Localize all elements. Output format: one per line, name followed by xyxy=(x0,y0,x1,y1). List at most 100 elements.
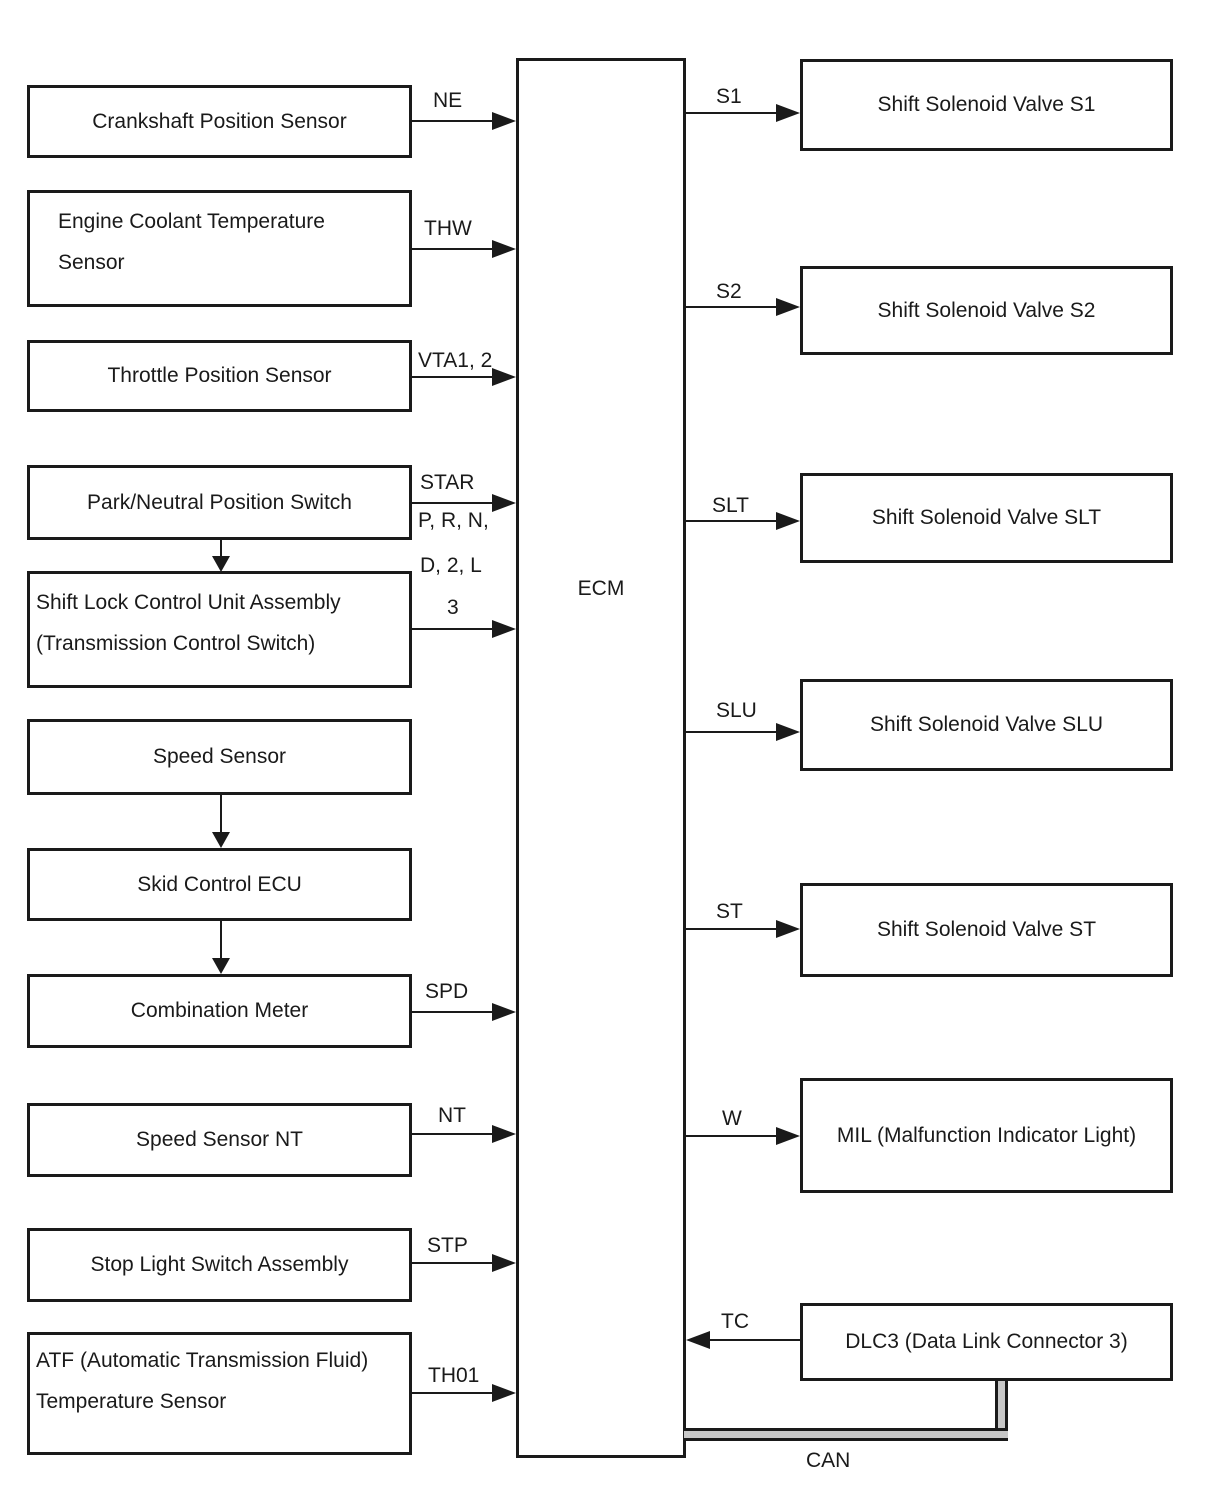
tc-signal-label: TC xyxy=(721,1310,749,1333)
pnp-to-shiftlock-line xyxy=(220,540,222,558)
shift-lock-arrowhead-icon xyxy=(492,620,516,638)
s2-arrowhead-icon xyxy=(776,298,800,316)
skid-to-meter-line xyxy=(220,921,222,959)
speed-sensor-box: Speed Sensor xyxy=(27,719,412,795)
stp-arrow-line xyxy=(412,1262,492,1264)
slt-arrow-line xyxy=(684,520,776,522)
spd-arrow-line xyxy=(412,1011,492,1013)
w-arrowhead-icon xyxy=(776,1127,800,1145)
shift-solenoid-valve-s1-box: Shift Solenoid Valve S1 xyxy=(800,59,1173,151)
shift-lock-label-line2: (Transmission Control Switch) xyxy=(36,632,316,655)
st-arrowhead-icon xyxy=(776,920,800,938)
nt-arrowhead-icon xyxy=(492,1125,516,1143)
can-bus-horizontal xyxy=(684,1428,1008,1441)
nt-signal-label: NT xyxy=(438,1104,466,1127)
s1-signal-label: S1 xyxy=(716,85,742,108)
vta-arrowhead-icon xyxy=(492,368,516,386)
slu-signal-label: SLU xyxy=(716,699,757,722)
ne-signal-label: NE xyxy=(433,89,463,112)
slt-signal-label: SLT xyxy=(712,494,749,517)
slu-arrow-line xyxy=(684,731,776,733)
atf-temperature-sensor-box: ATF (Automatic Transmission Fluid) Tempe… xyxy=(27,1332,412,1455)
can-bus-vertical xyxy=(995,1381,1008,1434)
st-signal-label: ST xyxy=(716,900,743,923)
vta-arrow-line xyxy=(412,376,492,378)
shift-lock-label-line1: Shift Lock Control Unit Assembly xyxy=(36,591,341,614)
mil-label: MIL (Malfunction Indicator Light) xyxy=(836,1123,1137,1147)
shift-solenoid-valve-slt-box: Shift Solenoid Valve SLT xyxy=(800,473,1173,563)
spd-arrowhead-icon xyxy=(492,1003,516,1021)
w-arrow-line xyxy=(684,1135,776,1137)
can-bus-label: CAN xyxy=(806,1449,851,1472)
throttle-position-sensor-box: Throttle Position Sensor xyxy=(27,340,412,412)
star-arrow-line xyxy=(412,502,492,504)
speed-to-skid-arrowhead-icon xyxy=(212,832,230,848)
spd-signal-label: SPD xyxy=(425,980,469,1003)
s1-arrow-line xyxy=(684,112,776,114)
st-arrow-line xyxy=(684,928,776,930)
shift-solenoid-valve-s2-label: Shift Solenoid Valve S2 xyxy=(877,298,1096,322)
shift-solenoid-valve-s2-box: Shift Solenoid Valve S2 xyxy=(800,266,1173,355)
d2l-signal-label: D, 2, L xyxy=(420,554,482,577)
ecm-box: ECM xyxy=(516,58,686,1458)
coolant-label-line2: Sensor xyxy=(58,251,125,274)
shift-solenoid-valve-st-label: Shift Solenoid Valve ST xyxy=(876,918,1097,941)
tc-arrowhead-icon xyxy=(686,1331,710,1349)
shift-solenoid-valve-slt-label: Shift Solenoid Valve SLT xyxy=(871,506,1102,529)
nt-arrow-line xyxy=(412,1133,492,1135)
dlc3-box: DLC3 (Data Link Connector 3) xyxy=(800,1303,1173,1381)
w-signal-label: W xyxy=(722,1107,742,1130)
ecm-label: ECM xyxy=(577,577,625,600)
dlc3-label: DLC3 (Data Link Connector 3) xyxy=(845,1330,1128,1353)
th01-arrowhead-icon xyxy=(492,1384,516,1402)
stop-light-switch-assembly-box: Stop Light Switch Assembly xyxy=(27,1228,412,1302)
slt-arrowhead-icon xyxy=(776,512,800,530)
engine-coolant-temperature-sensor-box: Engine Coolant Temperature Sensor xyxy=(27,190,412,307)
s2-signal-label: S2 xyxy=(716,280,742,303)
thw-arrowhead-icon xyxy=(492,240,516,258)
skid-control-ecu-box: Skid Control ECU xyxy=(27,848,412,921)
th01-arrow-line xyxy=(412,1392,492,1394)
s1-arrowhead-icon xyxy=(776,104,800,122)
stp-signal-label: STP xyxy=(427,1234,468,1257)
skid-control-ecu-label: Skid Control ECU xyxy=(137,872,302,896)
thw-arrow-line xyxy=(412,248,492,250)
speed-sensor-label: Speed Sensor xyxy=(152,745,287,768)
shift-solenoid-valve-slu-box: Shift Solenoid Valve SLU xyxy=(800,679,1173,771)
park-neutral-position-switch-label: Park/Neutral Position Switch xyxy=(87,490,352,514)
atf-label-line2: Temperature Sensor xyxy=(36,1390,227,1413)
shift-solenoid-valve-s1-label: Shift Solenoid Valve S1 xyxy=(877,93,1096,116)
pnp-to-shiftlock-arrowhead-icon xyxy=(212,556,230,572)
ne-arrowhead-icon xyxy=(492,112,516,130)
star-signal-label: STAR xyxy=(420,471,475,494)
thw-signal-label: THW xyxy=(424,217,472,240)
shift-lock-control-unit-box: Shift Lock Control Unit Assembly (Transm… xyxy=(27,571,412,688)
park-neutral-position-switch-box: Park/Neutral Position Switch xyxy=(27,465,412,540)
ne-arrow-line xyxy=(412,120,492,122)
crankshaft-position-sensor-label: Crankshaft Position Sensor xyxy=(92,109,347,133)
stp-arrowhead-icon xyxy=(492,1254,516,1272)
skid-to-meter-arrowhead-icon xyxy=(212,958,230,974)
shift-lock-arrow-line xyxy=(412,628,492,630)
speed-sensor-nt-box: Speed Sensor NT xyxy=(27,1103,412,1177)
range3-signal-label: 3 xyxy=(447,596,459,619)
atf-label-line1: ATF (Automatic Transmission Fluid) xyxy=(36,1349,369,1372)
combination-meter-box: Combination Meter xyxy=(27,974,412,1048)
prn-signal-label: P, R, N, xyxy=(418,509,489,532)
tc-arrow-line xyxy=(710,1339,800,1341)
star-arrowhead-icon xyxy=(492,494,516,512)
coolant-label-line1: Engine Coolant Temperature xyxy=(58,210,325,233)
shift-solenoid-valve-st-box: Shift Solenoid Valve ST xyxy=(800,883,1173,977)
vta-signal-label: VTA1, 2 xyxy=(418,349,493,372)
speed-to-skid-line xyxy=(220,795,222,832)
slu-arrowhead-icon xyxy=(776,723,800,741)
s2-arrow-line xyxy=(684,306,776,308)
throttle-position-sensor-label: Throttle Position Sensor xyxy=(107,364,332,387)
mil-box: MIL (Malfunction Indicator Light) xyxy=(800,1078,1173,1193)
combination-meter-label: Combination Meter xyxy=(130,999,309,1022)
crankshaft-position-sensor-box: Crankshaft Position Sensor xyxy=(27,85,412,158)
shift-solenoid-valve-slu-label: Shift Solenoid Valve SLU xyxy=(869,713,1104,736)
stop-light-switch-assembly-label: Stop Light Switch Assembly xyxy=(90,1253,349,1276)
speed-sensor-nt-label: Speed Sensor NT xyxy=(136,1128,303,1151)
